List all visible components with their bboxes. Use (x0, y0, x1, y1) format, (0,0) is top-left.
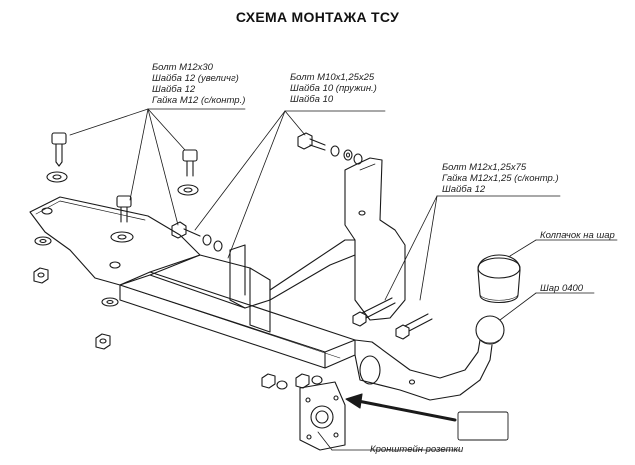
arrow-to-bracket (345, 393, 457, 422)
washer-left-1 (34, 236, 52, 246)
washer-bottom-1 (276, 380, 288, 390)
leader-lines (69, 108, 618, 451)
tow-bar-neck (354, 339, 493, 401)
label-washer-10-spring: Шайба 10 (пружин.) (290, 83, 377, 94)
diagram-title: СХЕМА МОНТАЖА ТСУ (235, 9, 400, 25)
center-bracket (149, 244, 271, 333)
label-washer-12-right: Шайба 12 (442, 184, 486, 195)
label-bolt-m12x30: Болт М12х30 (152, 62, 213, 73)
socket-bracket (299, 381, 346, 451)
bolt-m12x125-2 (395, 313, 433, 340)
label-bolt-m12x125: Болт М12х1,25х75 (442, 162, 527, 173)
bolt-m12x30-left (46, 132, 68, 183)
label-bolt-m10: Болт М10х1,25х25 (290, 72, 375, 83)
label-socket-bracket: Кронштейн розетки (370, 444, 464, 455)
washer-left-2 (101, 297, 119, 307)
ball-cap (477, 254, 521, 304)
washer-bottom-2 (311, 375, 323, 385)
nut-left-2 (95, 333, 111, 350)
label-ball-cap: Колпачок на шар (540, 230, 615, 241)
nut-bottom-1 (261, 373, 276, 389)
nut-left-1 (33, 267, 49, 284)
label-nut-m12x125: Гайка М12х1,25 (с/контр.) (442, 173, 559, 184)
cross-beam (119, 271, 356, 369)
tow-ball (475, 315, 505, 345)
label-group-bolt-m10: Болт М10х1,25х25 Шайба 10 (пружин.) Шайб… (290, 72, 377, 105)
bolt-m10 (297, 132, 363, 165)
bolt-m12x125-1 (352, 297, 396, 327)
label-group-bolt-m12x125: Болт М12х1,25х75 Гайка М12х1,25 (с/контр… (442, 162, 559, 195)
placeholder-box (457, 411, 509, 441)
label-nut-m12: Гайка М12 (с/контр.) (152, 95, 246, 106)
bolt-m12x30-center (110, 195, 134, 243)
label-washer-10: Шайба 10 (290, 94, 334, 105)
bolt-center-bracket (171, 221, 223, 252)
bolt-m12x30-right (177, 149, 199, 196)
label-washer-12: Шайба 12 (152, 84, 196, 95)
right-side-bracket (269, 157, 406, 321)
label-group-bolt-m12x30: Болт М12х30 Шайба 12 (увеличг) Шайба 12 … (152, 62, 245, 106)
nut-bottom-2 (295, 373, 310, 389)
label-ball: Шар 0400 (540, 283, 584, 294)
label-washer-12-large: Шайба 12 (увеличг) (152, 73, 239, 84)
